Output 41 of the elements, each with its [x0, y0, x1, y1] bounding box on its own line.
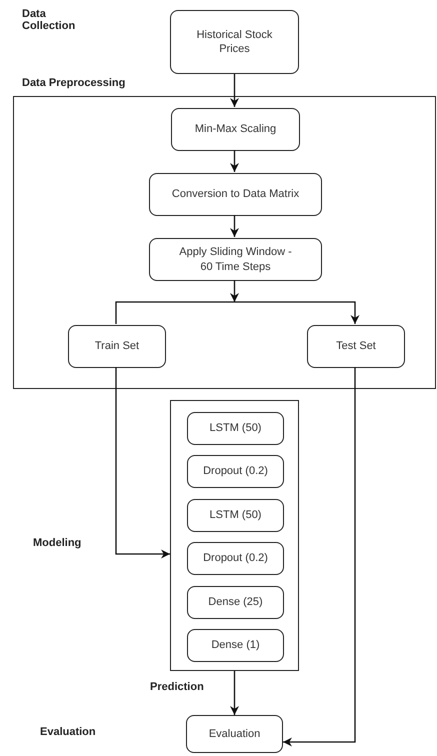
- box-text: LSTM (50): [208, 421, 262, 436]
- process-box: [149, 238, 322, 281]
- process-box: [307, 325, 405, 368]
- box-text: Dense (25): [207, 595, 264, 610]
- stage-label: Evaluation: [40, 726, 97, 738]
- stage-label: Prediction: [150, 681, 205, 693]
- arrow: [230, 215, 239, 237]
- arrow: [230, 150, 239, 172]
- arrow: [283, 367, 356, 746]
- model-frame: [170, 400, 299, 671]
- box-text: Dropout (0.2): [202, 464, 269, 479]
- process-box: [187, 455, 284, 488]
- process-box: [171, 108, 300, 151]
- box-text: Test Set: [335, 339, 377, 354]
- arrow: [230, 671, 239, 715]
- process-box: [170, 10, 299, 74]
- stage-label: Data Collection: [22, 8, 76, 32]
- section-heading: Data Preprocessing: [22, 77, 126, 89]
- connector-line: [115, 301, 234, 324]
- process-box: [187, 586, 284, 619]
- box-text: Conversion to Data Matrix: [170, 187, 300, 202]
- arrow: [115, 367, 170, 558]
- process-box: [187, 629, 284, 662]
- process-box: [187, 412, 284, 445]
- process-box: [68, 325, 166, 368]
- box-text: Historical Stock Prices: [196, 28, 274, 56]
- box-text: Min-Max Scaling: [194, 122, 278, 137]
- stage-label: Modeling: [33, 537, 82, 549]
- process-box: [186, 715, 283, 753]
- box-text: Apply Sliding Window - 60 Time Steps: [178, 245, 293, 274]
- arrow: [230, 74, 239, 107]
- arrow: [234, 301, 360, 324]
- box-text: Dropout (0.2): [202, 551, 269, 566]
- arrow: [230, 280, 239, 302]
- box-text: LSTM (50): [208, 508, 262, 523]
- process-box: [149, 173, 322, 216]
- box-text: Dense (1): [210, 638, 261, 653]
- process-box: [187, 499, 284, 532]
- process-box: [187, 542, 284, 575]
- box-text: Train Set: [94, 339, 140, 354]
- box-text: Evaluation: [208, 726, 262, 742]
